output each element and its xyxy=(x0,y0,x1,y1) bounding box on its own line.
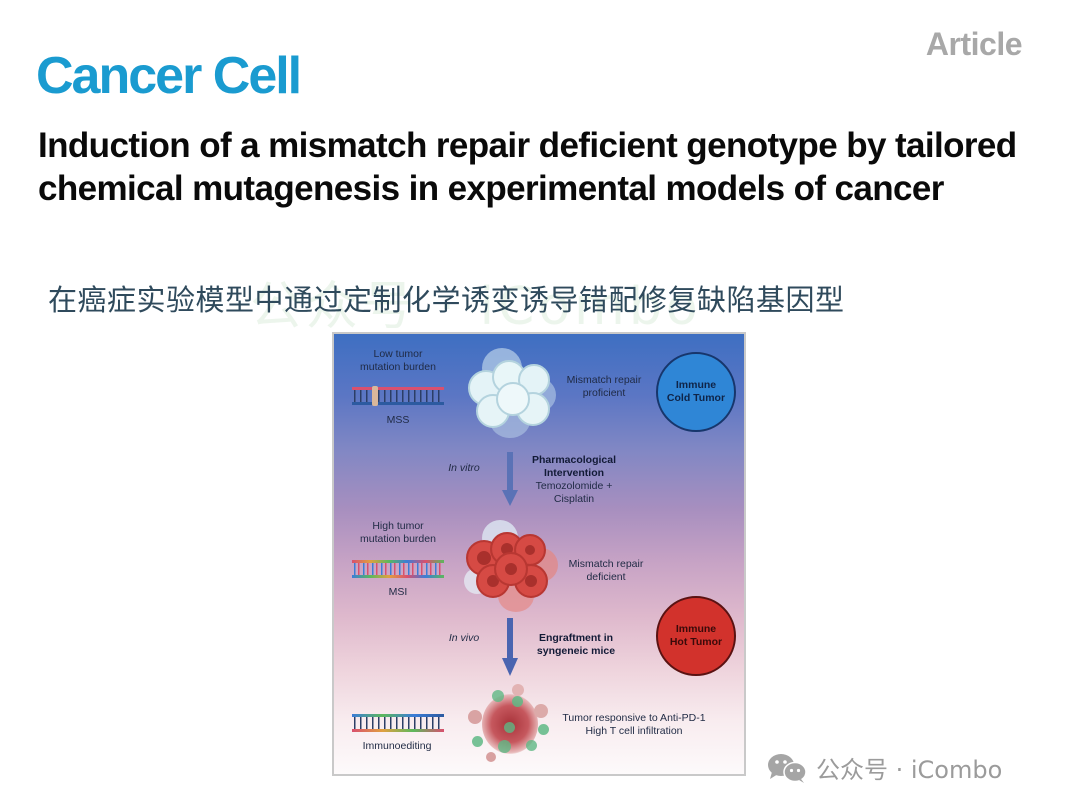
stage2-burden-label: High tumor mutation burden xyxy=(360,520,436,545)
graphical-abstract: Low tumor mutation burden MSS Mismatch r… xyxy=(332,332,746,776)
immune-hot-tumor-badge: Immune Hot Tumor xyxy=(656,596,736,676)
stage3-immunoediting-label: Immunoediting xyxy=(362,740,432,752)
arrow-down-icon xyxy=(502,618,518,676)
footer-watermark: 公众号 · iCombo xyxy=(766,750,1002,785)
footer-watermark-text: 公众号 · iCombo xyxy=(816,756,1003,784)
stage2-cell-label: Mismatch repair deficient xyxy=(568,558,644,583)
article-title-english: Induction of a mismatch repair deficient… xyxy=(38,126,1017,208)
stage2-status-msi: MSI xyxy=(388,586,408,598)
proficient-cell-cluster-icon xyxy=(462,348,562,438)
infiltrated-tumor-icon xyxy=(468,684,552,764)
article-title-chinese: 在癌症实验模型中通过定制化学诱变诱导错配修复缺陷基因型 xyxy=(48,283,845,317)
pharmacological-intervention-label: Pharmacological Intervention Temozolomid… xyxy=(531,454,617,505)
engraftment-label: Engraftment in syngeneic mice xyxy=(536,632,616,657)
dna-strand-immunoediting-icon xyxy=(352,714,444,732)
in-vitro-label: In vitro xyxy=(448,462,480,474)
deficient-cell-cluster-icon xyxy=(462,520,562,612)
dna-strand-icon xyxy=(352,386,444,406)
immune-cold-tumor-badge: Immune Cold Tumor xyxy=(656,352,736,432)
article-type-label: Article xyxy=(925,26,1023,62)
wechat-icon xyxy=(768,753,807,783)
stage1-burden-label: Low tumor mutation burden xyxy=(360,348,436,373)
in-vivo-label: In vivo xyxy=(448,632,480,644)
stage1-status-mss: MSS xyxy=(386,414,410,426)
stage1-cell-label: Mismatch repair proficient xyxy=(566,374,642,399)
dna-strand-msi-icon xyxy=(352,560,444,578)
arrow-down-icon xyxy=(502,452,518,506)
stage3-response-label: Tumor responsive to Anti-PD-1 High T cel… xyxy=(562,712,706,737)
journal-name: Cancer Cell xyxy=(36,47,302,105)
